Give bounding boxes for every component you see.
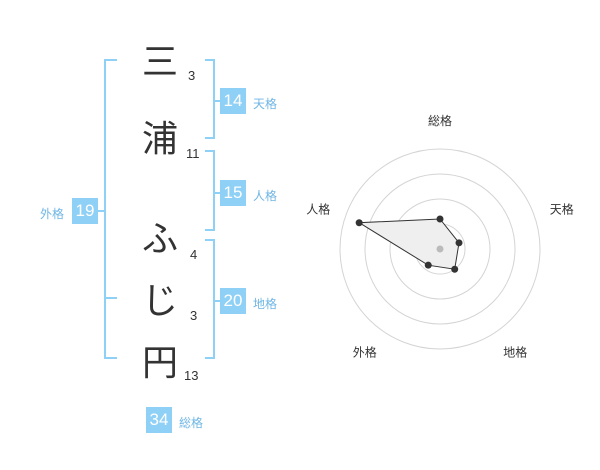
name-char-4: じ — [142, 281, 179, 322]
radar-axis-label-4: 外格 — [353, 345, 377, 360]
radar-point-5 — [355, 219, 363, 227]
name-char-3: ふ — [142, 219, 179, 260]
gaikaku-bracket — [104, 59, 117, 359]
tenkaku-value: 14 — [220, 88, 246, 114]
stroke-count-5: 13 — [184, 368, 199, 383]
radar-axis-label-3: 地格 — [503, 345, 527, 360]
radar-axis-label-5: 人格 — [306, 201, 330, 216]
stroke-count-2: 11 — [186, 146, 200, 161]
jinkaku-value: 15 — [220, 180, 246, 206]
radar-ring-2 — [389, 198, 491, 300]
chikaku-label: 地格 — [253, 297, 278, 311]
chikaku-bracket — [205, 239, 215, 359]
tenkaku-label: 天格 — [253, 97, 278, 111]
name-char-1: 三 — [142, 42, 179, 83]
tenkaku-bracket — [205, 59, 215, 139]
radar-point-4 — [424, 261, 432, 269]
radar-point-2 — [455, 239, 463, 247]
radar-point-1 — [436, 215, 444, 223]
radar-ring-4 — [339, 148, 541, 350]
stroke-count-3: 4 — [190, 247, 198, 262]
stroke-count-1: 3 — [188, 68, 196, 83]
radar-axis-label-2: 天格 — [550, 201, 574, 216]
name-char-2: 浦 — [142, 119, 179, 160]
stroke-count-4: 3 — [190, 308, 198, 323]
jinkaku-bracket — [205, 150, 215, 231]
chikaku-value: 20 — [220, 288, 246, 314]
radar-point-3 — [451, 265, 459, 273]
gaikaku-label: 外格 — [40, 207, 65, 221]
radar-center — [436, 245, 444, 253]
gaikaku-value: 19 — [72, 198, 98, 224]
name-char-5: 円 — [142, 343, 179, 384]
radar-polygon — [357, 218, 460, 270]
soukaku-value: 34 — [146, 407, 172, 433]
jinkaku-label: 人格 — [253, 189, 278, 203]
soukaku-label: 総格 — [179, 416, 204, 430]
radar-points — [355, 215, 463, 273]
radar-ring-3 — [364, 173, 516, 325]
radar-rings — [339, 148, 541, 350]
radar-axis-label-1: 総格 — [428, 113, 452, 128]
